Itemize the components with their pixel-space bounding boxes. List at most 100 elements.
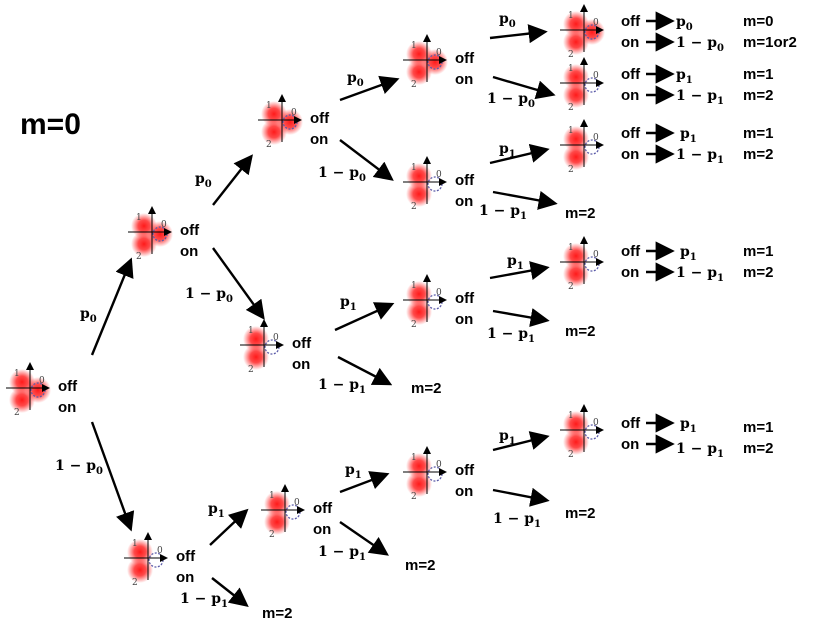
axis-label-1: 1	[411, 41, 417, 51]
result-label: m=2	[262, 605, 292, 622]
result-label: m=2	[743, 264, 773, 281]
on-label: on	[313, 521, 331, 538]
axis-label-0: 0	[291, 108, 297, 118]
on-label: on	[455, 483, 473, 500]
emitter-spot-2	[264, 509, 290, 535]
branch-arrow	[334, 302, 395, 332]
prob-label-1-minus-p0: 1 − p0	[55, 458, 103, 477]
prob-label-p0: p0	[80, 306, 97, 325]
axis-label-2: 2	[248, 365, 254, 375]
off-label: off	[621, 13, 641, 30]
diagram-title: m=0	[20, 108, 81, 141]
prob-label-1-minus-p1: 1 − p1	[487, 326, 535, 345]
axis-label-0: 0	[436, 288, 442, 298]
emitter-spot-2	[563, 429, 589, 455]
axis-label-2: 2	[568, 165, 574, 175]
branch-arrow	[211, 577, 249, 607]
on-label: on	[455, 193, 473, 210]
prob-label-1-minus-p1: 1 − p1	[318, 377, 366, 396]
branch-arrow	[489, 24, 548, 44]
on-label: on	[58, 399, 76, 416]
axis-label-0: 0	[593, 18, 599, 28]
emitter-spot-0	[147, 221, 173, 247]
axis-label-0: 0	[436, 170, 442, 180]
off-label: off	[621, 66, 641, 83]
prob-label-p1: p1	[676, 67, 693, 86]
off-label: off	[292, 335, 312, 352]
axis-label-1: 1	[136, 213, 142, 223]
axis-label-1: 1	[411, 281, 417, 291]
axis-label-1: 1	[568, 243, 574, 253]
prob-label-1-minus-p1: 1 − p1	[493, 511, 541, 530]
axis-label-2: 2	[136, 252, 142, 262]
result-label: m=2	[743, 440, 773, 457]
result-label: m=2	[565, 505, 595, 522]
on-label: on	[455, 71, 473, 88]
off-label: off	[621, 415, 641, 432]
branch-arrow	[492, 431, 550, 452]
axis-label-0: 0	[593, 133, 599, 143]
branch-arrow	[212, 247, 265, 320]
prob-label-p1: p1	[340, 294, 357, 313]
on-label: on	[455, 311, 473, 328]
prob-label-p1: p1	[499, 141, 516, 160]
prob-label-1-minus-p0: 1 − p0	[185, 286, 233, 305]
axis-label-1: 1	[411, 163, 417, 173]
prob-label-1-minus-p0: 1 − p0	[676, 35, 724, 54]
off-label: off	[313, 500, 333, 517]
prob-label-p1: p1	[345, 462, 362, 481]
prob-label-1-minus-p0: 1 − p0	[487, 91, 535, 110]
axis-label-0: 0	[436, 48, 442, 58]
axis-label-0: 0	[273, 333, 279, 343]
axis-label-2: 2	[568, 450, 574, 460]
prob-label-1-minus-p1: 1 − p1	[180, 591, 228, 610]
prob-label-p1: p1	[680, 126, 697, 145]
on-label: on	[621, 34, 639, 51]
prob-label-p1: p1	[680, 244, 697, 263]
result-label: m=2	[743, 87, 773, 104]
emitter-spot-2	[406, 471, 432, 497]
axis-label-0: 0	[593, 71, 599, 81]
branch-arrow	[489, 143, 550, 165]
emitter-spot-2	[406, 299, 432, 325]
off-label: off	[310, 110, 330, 127]
branch-arrow	[90, 257, 134, 356]
off-label: off	[621, 243, 641, 260]
result-label: m=1	[743, 419, 773, 436]
prob-label-p0: p0	[499, 11, 516, 30]
prob-label-p0: p0	[195, 171, 212, 190]
emitter-spot-0	[25, 377, 51, 403]
result-label: m=2	[743, 146, 773, 163]
axis-label-2: 2	[568, 103, 574, 113]
branch-arrow	[212, 154, 253, 206]
prob-label-1-minus-p1: 1 − p1	[479, 203, 527, 222]
off-label: off	[180, 222, 200, 239]
axis-label-1: 1	[266, 101, 272, 111]
emitter-spot-2	[127, 557, 153, 583]
axis-label-0: 0	[436, 460, 442, 470]
axis-label-1: 1	[568, 411, 574, 421]
branch-arrow	[337, 355, 393, 386]
off-label: off	[621, 125, 641, 142]
on-label: on	[621, 264, 639, 281]
axis-label-0: 0	[39, 376, 45, 386]
emitter-spot-2	[563, 82, 589, 108]
branch-arrow	[209, 508, 249, 546]
off-label: off	[455, 290, 475, 307]
off-label: off	[58, 378, 78, 395]
branch-arrow	[339, 139, 394, 181]
axis-label-0: 0	[593, 250, 599, 260]
prob-label-p1: p1	[208, 501, 225, 520]
axis-label-0: 0	[161, 220, 167, 230]
prob-label-1-minus-p1: 1 − p1	[676, 441, 724, 460]
prob-label-p0: p0	[676, 14, 693, 33]
branch-arrow	[339, 75, 400, 102]
result-label: m=2	[565, 205, 595, 222]
result-label: m=1	[743, 125, 773, 142]
emitter-spot-0	[422, 49, 448, 75]
axis-label-1: 1	[14, 369, 20, 379]
off-label: off	[455, 172, 475, 189]
off-label: off	[455, 50, 475, 67]
emitter-spot-2	[563, 144, 589, 170]
